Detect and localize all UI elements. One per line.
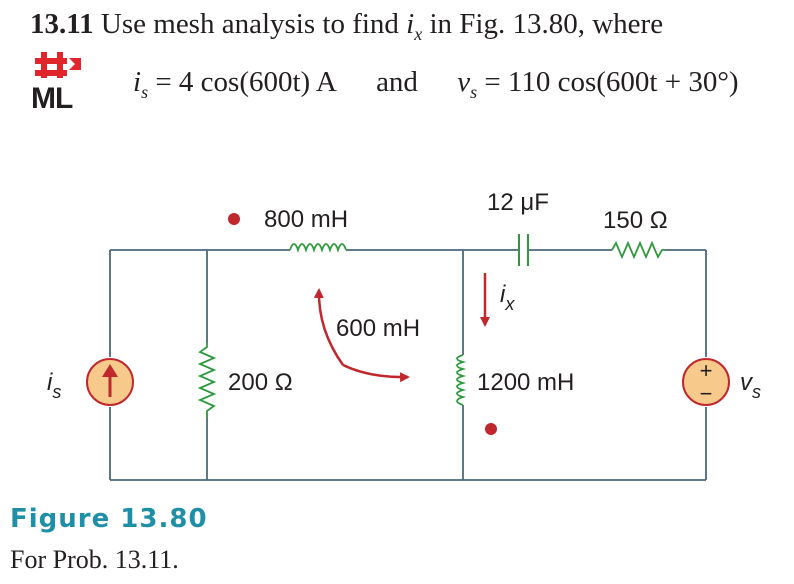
resistor-200 bbox=[197, 343, 217, 418]
source-plus-sign: + bbox=[700, 358, 713, 383]
voltage-source: + − bbox=[682, 358, 730, 406]
dot-800mh bbox=[228, 213, 240, 225]
mutual-arrow-up bbox=[313, 288, 345, 366]
vs-eq-expr: = 110 cos(600t + 30°) bbox=[484, 66, 739, 98]
dot-1200mh bbox=[485, 423, 497, 435]
inductor-800mh bbox=[289, 243, 347, 253]
label-ix-main: i bbox=[500, 281, 506, 308]
label-vs: vs bbox=[740, 369, 761, 402]
wires bbox=[109, 249, 707, 481]
figure-title: Figure 13.80 bbox=[10, 504, 208, 534]
problem-text-after: in Fig. 13.80, where bbox=[429, 8, 664, 40]
problem-text-before: Use mesh analysis to find bbox=[100, 8, 399, 40]
ml-logo-icon bbox=[35, 52, 81, 78]
resistor-150 bbox=[611, 240, 665, 260]
label-ix-sub: x bbox=[504, 294, 515, 314]
label-200-ohm: 200 Ω bbox=[228, 369, 293, 396]
inductor-1200mh bbox=[456, 354, 467, 406]
label-150-ohm: 150 Ω bbox=[603, 207, 668, 234]
and-word: and bbox=[376, 66, 418, 98]
label-12uf: 12 μF bbox=[487, 189, 549, 216]
ml-logo-text: ML bbox=[31, 82, 73, 115]
ix-var: i bbox=[406, 8, 415, 40]
ix-var-sub: x bbox=[414, 23, 423, 44]
is-eq-expr: = 4 cos(600t) A bbox=[155, 66, 337, 98]
problem-statement: 13.11 Use mesh analysis to find ix in Fi… bbox=[30, 8, 663, 45]
vs-eq-sub: s bbox=[470, 81, 478, 102]
label-ix: ix bbox=[500, 281, 515, 314]
capacitor-12uf bbox=[518, 234, 529, 266]
label-is: is bbox=[47, 369, 61, 402]
label-800mh: 800 mH bbox=[264, 206, 348, 233]
label-600mh: 600 mH bbox=[336, 315, 420, 342]
vs-eq-var: v bbox=[457, 66, 471, 98]
label-1200mh: 1200 mH bbox=[477, 369, 574, 396]
current-source bbox=[86, 358, 134, 406]
figure-caption: For Prob. 13.11. bbox=[10, 545, 179, 574]
label-vs-sub: s bbox=[752, 382, 761, 402]
mutual-arrow-right bbox=[342, 363, 410, 383]
source-minus-sign: − bbox=[700, 381, 713, 406]
is-eq-var: i bbox=[133, 66, 142, 98]
label-is-sub: s bbox=[52, 382, 61, 402]
label-is-main: i bbox=[47, 369, 53, 396]
is-eq-sub: s bbox=[141, 81, 149, 102]
problem-number: 13.11 bbox=[30, 8, 94, 40]
source-equations: is = 4 cos(600t) A and vs = 110 cos(600t… bbox=[133, 66, 739, 103]
label-vs-main: v bbox=[740, 369, 754, 396]
